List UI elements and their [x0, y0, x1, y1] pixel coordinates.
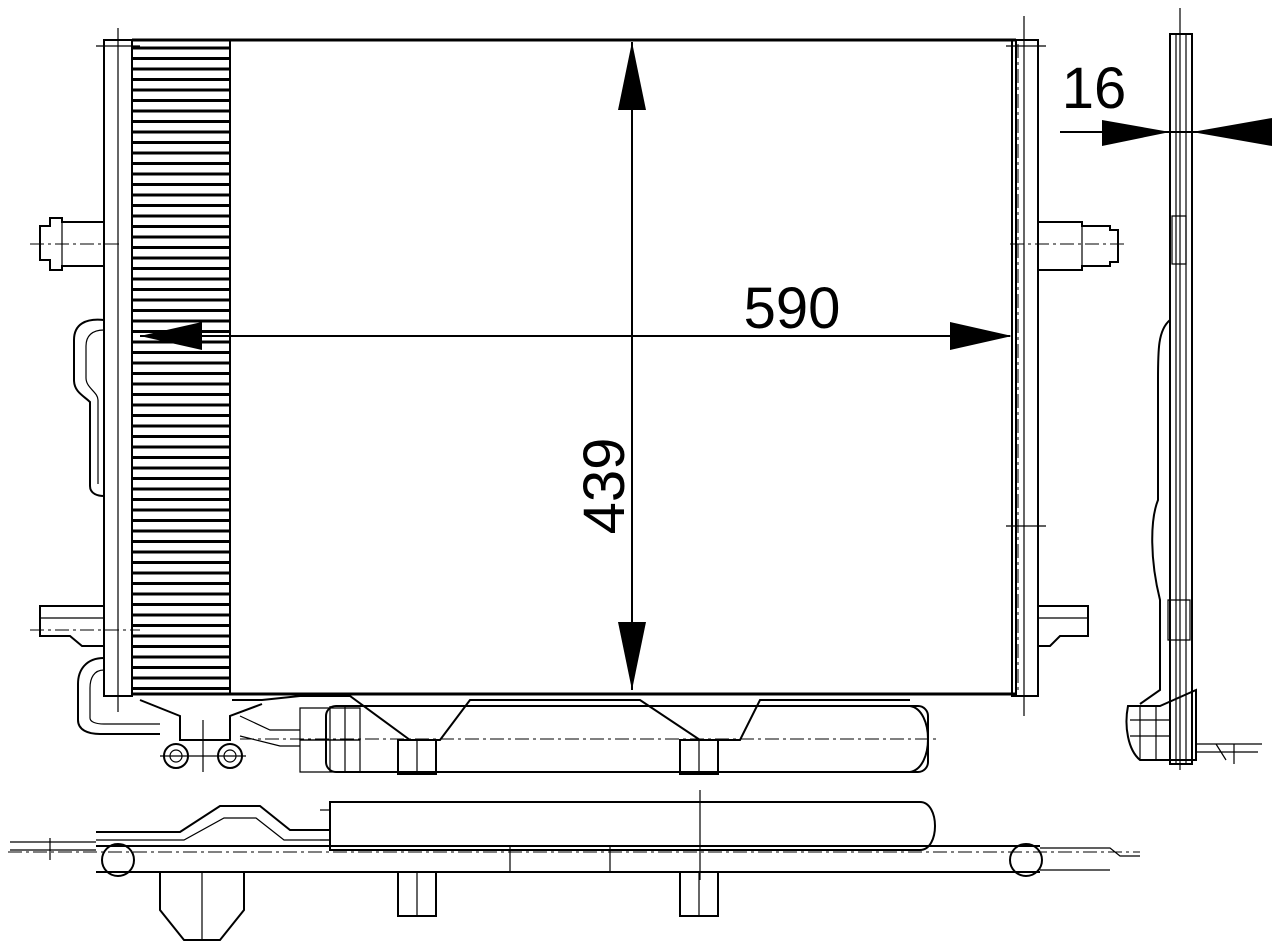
left-lower-mount [30, 605, 140, 647]
front-view: 590 439 [30, 16, 1126, 775]
width-dimension-label: 590 [744, 276, 841, 341]
left-upper-mount [30, 217, 120, 271]
pipe-connection-fittings [139, 699, 300, 772]
right-header-tank [1011, 39, 1039, 697]
condenser-core [131, 39, 1017, 695]
thickness-dimension: 16 [1060, 56, 1272, 146]
receiver-drier-bottom [329, 801, 936, 851]
height-dimension-label: 439 [572, 438, 637, 535]
width-dimension: 590 [140, 276, 1012, 350]
bottom-left-pivot [101, 843, 135, 877]
side-view: 16 [1060, 8, 1272, 770]
receiver-drier-front [232, 695, 940, 775]
thickness-dimension-label: 16 [1062, 56, 1127, 121]
height-dimension: 439 [572, 42, 646, 690]
left-upper-pipe [73, 318, 105, 497]
left-lower-pipe [77, 657, 160, 735]
fin-section [132, 46, 230, 690]
bottom-view [8, 790, 1140, 941]
right-upper-mount [1010, 221, 1126, 271]
right-lower-mount [1038, 605, 1089, 647]
bottom-right-pivot [1009, 843, 1043, 877]
